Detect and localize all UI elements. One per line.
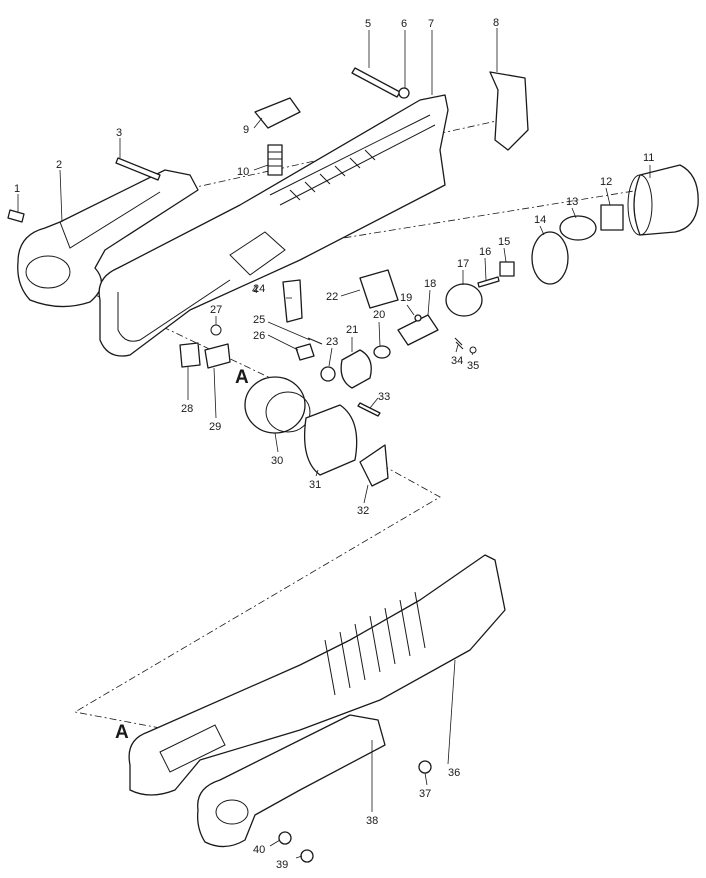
part-31 xyxy=(303,404,358,476)
callout-27: 27 xyxy=(210,304,222,316)
callout-37: 37 xyxy=(419,788,431,800)
part-23 xyxy=(320,366,336,382)
part-28 xyxy=(179,342,201,368)
callout-40: 40 xyxy=(253,844,265,856)
callout-labels: 1 2 3 4 5 6 7 8 9 10 11 12 13 14 15 16 1… xyxy=(14,17,654,871)
part-32 xyxy=(359,444,389,487)
part-11 xyxy=(633,164,699,236)
part-3 xyxy=(115,157,161,181)
callout-36: 36 xyxy=(448,767,460,779)
callout-14: 14 xyxy=(534,214,546,226)
part-14 xyxy=(531,231,569,285)
callout-11: 11 xyxy=(643,152,654,164)
callout-26: 26 xyxy=(253,330,265,342)
callout-7: 7 xyxy=(428,18,434,30)
part-17 xyxy=(445,283,483,317)
callout-5: 5 xyxy=(365,18,371,30)
small-parts-top xyxy=(7,67,529,223)
callout-38: 38 xyxy=(366,815,378,827)
lower-assembly xyxy=(128,554,506,863)
part-33 xyxy=(357,402,381,417)
callout-19: 19 xyxy=(400,292,412,304)
callout-29: 29 xyxy=(209,421,221,433)
callout-3: 3 xyxy=(116,127,122,139)
callout-20: 20 xyxy=(373,309,385,321)
part-37 xyxy=(418,760,432,774)
section-marker-a-upper: A xyxy=(235,367,249,388)
callout-9: 9 xyxy=(243,124,249,136)
part-20 xyxy=(373,345,391,359)
part-40 xyxy=(278,831,292,845)
callout-22: 22 xyxy=(326,291,338,303)
callout-16: 16 xyxy=(479,246,491,258)
callout-12: 12 xyxy=(600,176,612,188)
callout-13: 13 xyxy=(566,196,578,208)
callout-31: 31 xyxy=(309,479,321,491)
part-10 xyxy=(267,144,283,176)
callout-30: 30 xyxy=(271,455,283,467)
callout-21: 21 xyxy=(346,324,358,336)
part-24 xyxy=(282,279,303,323)
part-8 xyxy=(489,71,529,151)
housing-half-right xyxy=(98,94,449,357)
part-22 xyxy=(359,269,399,309)
part-16 xyxy=(477,276,500,288)
callout-18: 18 xyxy=(424,278,436,290)
part-13 xyxy=(559,215,597,241)
part-35 xyxy=(469,346,477,354)
callout-35: 35 xyxy=(467,360,479,372)
callout-39: 39 xyxy=(276,859,288,871)
callout-8: 8 xyxy=(493,17,499,29)
part-9 xyxy=(254,97,301,129)
callout-23: 23 xyxy=(326,336,338,348)
part-26 xyxy=(295,343,315,361)
part-12 xyxy=(600,204,624,231)
callout-17: 17 xyxy=(457,258,469,270)
part-36 xyxy=(128,554,506,796)
part-21 xyxy=(340,349,372,389)
leader-lines xyxy=(17,28,651,859)
callout-28: 28 xyxy=(181,403,193,415)
part-6 xyxy=(398,87,410,99)
callout-4: 4 xyxy=(252,284,258,296)
part-19 xyxy=(414,314,422,322)
housing-half-left xyxy=(17,169,199,308)
callout-6: 6 xyxy=(401,18,407,30)
motor-assembly xyxy=(179,164,699,487)
callout-25: 25 xyxy=(253,314,265,326)
callout-10: 10 xyxy=(237,166,249,178)
part-38 xyxy=(197,714,386,848)
part-1 xyxy=(7,209,25,223)
part-5 xyxy=(351,67,401,98)
callout-32: 32 xyxy=(357,505,369,517)
part-15 xyxy=(499,261,515,277)
guide-lines xyxy=(67,117,641,729)
callout-24: 24 xyxy=(253,283,265,295)
part-27 xyxy=(210,324,222,336)
callout-2: 2 xyxy=(56,159,62,171)
callout-34: 34 xyxy=(451,355,463,367)
callout-33: 33 xyxy=(378,391,390,403)
part-39 xyxy=(300,849,314,863)
part-34 xyxy=(454,337,464,350)
part-25 xyxy=(307,337,323,345)
callout-1: 1 xyxy=(14,183,20,195)
part-30 xyxy=(244,376,306,434)
section-marker-a-lower: A xyxy=(115,722,129,743)
section-markers: A A xyxy=(115,367,249,743)
part-29 xyxy=(204,343,231,369)
callout-15: 15 xyxy=(498,236,510,248)
